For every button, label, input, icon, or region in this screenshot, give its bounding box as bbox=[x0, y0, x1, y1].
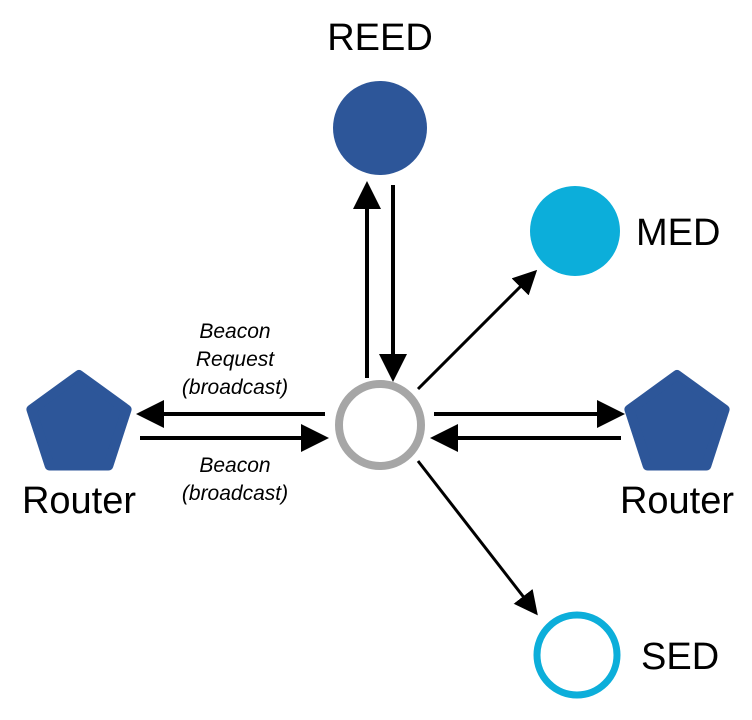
node-med bbox=[530, 186, 620, 276]
node-label-router-left: Router bbox=[22, 480, 136, 522]
node-center bbox=[335, 380, 425, 470]
edge-arrow-center-to-sed bbox=[416, 460, 538, 616]
nodes-layer bbox=[26, 81, 730, 699]
edge-arrow-center-to-med bbox=[416, 269, 538, 391]
node-label-reed: REED bbox=[327, 17, 433, 59]
beacon-label-line-1: (broadcast) bbox=[182, 482, 288, 505]
node-label-sed: SED bbox=[641, 636, 719, 678]
node-router-left bbox=[26, 370, 132, 471]
beacon-label-line-0: Beacon bbox=[199, 454, 270, 477]
edges-layer bbox=[136, 181, 625, 616]
node-reed bbox=[333, 81, 427, 175]
beacon-label: Beacon (broadcast) bbox=[182, 454, 288, 505]
node-sed bbox=[533, 611, 621, 699]
beacon-request-label-line-0: Beacon bbox=[199, 320, 270, 343]
node-label-med: MED bbox=[636, 212, 720, 254]
node-labels-layer: REED MED SED Router Router bbox=[22, 17, 734, 678]
node-router-right bbox=[624, 370, 730, 471]
beacon-request-label-line-1: Request bbox=[196, 348, 275, 371]
node-label-router-right: Router bbox=[620, 480, 734, 522]
beacon-request-label-line-2: (broadcast) bbox=[182, 376, 288, 399]
